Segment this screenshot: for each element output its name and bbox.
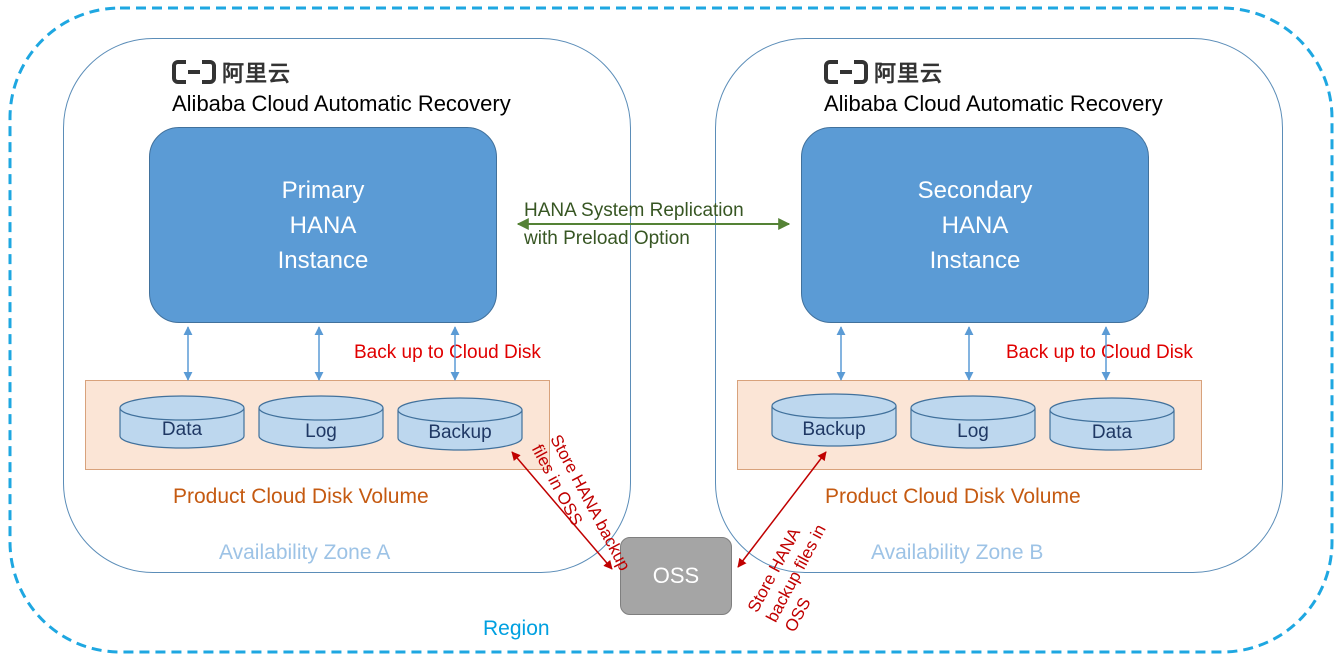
volume-label-b: Product Cloud Disk Volume [825,485,1081,508]
disk-backup-a [397,397,523,451]
replication-label: HANA System Replication with Preload Opt… [524,197,744,253]
disk-log-a [258,395,384,449]
oss-label: OSS [652,563,700,588]
disk-data-a [119,395,245,449]
volume-label-a: Product Cloud Disk Volume [173,485,429,508]
logo-text: 阿里云 [222,61,292,86]
oss-storage: OSS [620,537,732,615]
disk-label-data-a: Data [161,419,203,440]
alibaba-cloud-logo-b: 阿里云 [824,56,943,88]
replication-label-line-1: HANA System Replication [524,200,744,221]
oss-arrow-b [737,451,827,568]
hana-line-1: Secondary [917,176,1033,204]
oss-arrow-a [511,451,613,570]
replication-label-line-2: with Preload Option [524,228,690,249]
backup-to-cloud-disk-label-b: Back up to Cloud Disk [1006,342,1193,363]
disk-backup-b [771,393,897,447]
disk-label-backup-b: Backup [802,419,866,440]
alibaba-cloud-logo-icon [172,60,216,84]
zone-b-title: Alibaba Cloud Automatic Recovery [824,91,1163,116]
region-label: Region [483,617,550,640]
logo-text: 阿里云 [874,61,944,86]
hana-line-3: Instance [929,246,1021,274]
hana-line-1: Primary [281,176,365,204]
alibaba-cloud-logo-a: 阿里云 [172,56,291,88]
hana-line-3: Instance [277,246,369,274]
alibaba-cloud-logo-icon [824,60,868,84]
disk-label-backup-a: Backup [428,422,492,443]
zone-a-title: Alibaba Cloud Automatic Recovery [172,91,511,116]
hana-line-2: HANA [941,211,1009,239]
disk-data-b [1049,397,1175,451]
availability-zone-b-label: Availability Zone B [871,541,1044,564]
disk-label-log-b: Log [957,421,989,442]
disk-label-data-b: Data [1091,422,1133,443]
disk-log-b [910,395,1036,449]
backup-to-cloud-disk-label-a: Back up to Cloud Disk [354,342,541,363]
availability-zone-a-label: Availability Zone A [219,541,391,564]
primary-hana-instance: Primary HANA Instance [149,127,497,323]
secondary-hana-instance: Secondary HANA Instance [801,127,1149,323]
disk-label-log-a: Log [305,421,337,442]
hana-line-2: HANA [289,211,357,239]
